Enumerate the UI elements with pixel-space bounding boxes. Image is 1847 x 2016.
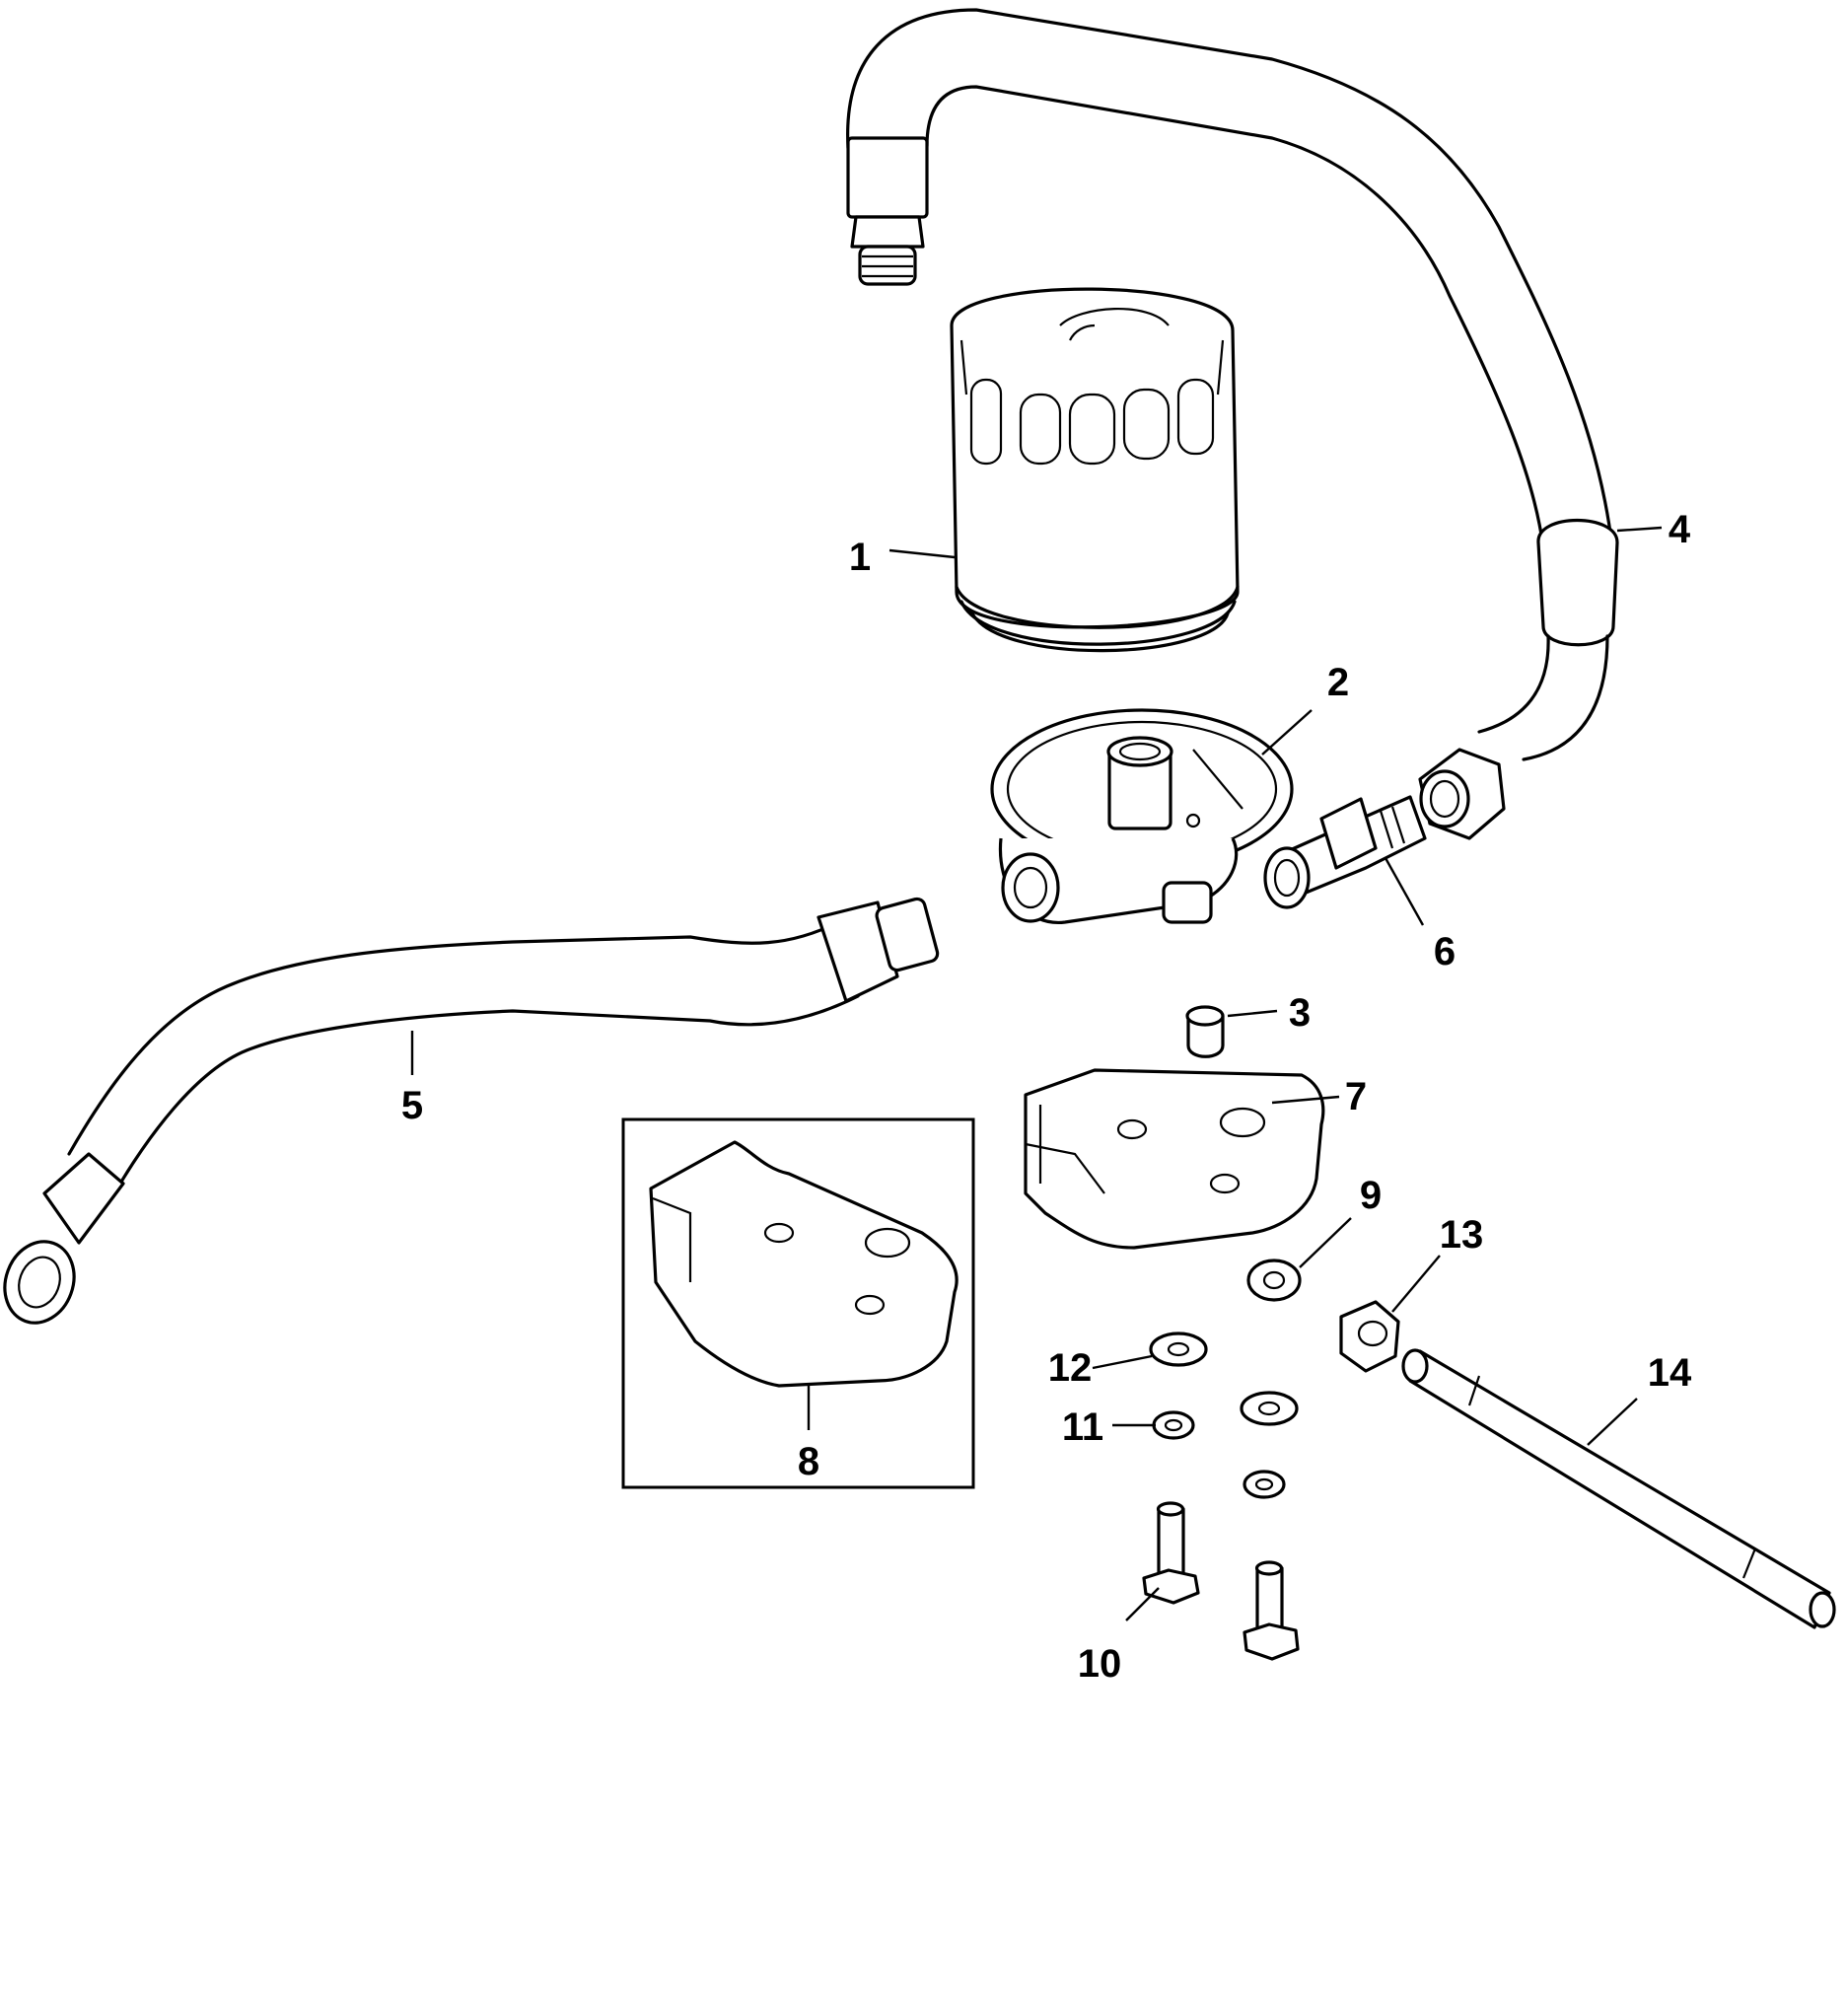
callout-10: 10 (1078, 1642, 1122, 1686)
nut (1339, 1300, 1400, 1373)
inset-frame (621, 1117, 975, 1489)
leader-lines (410, 526, 1663, 1621)
callout-3: 3 (1289, 991, 1311, 1035)
callout-5: 5 (401, 1084, 423, 1127)
mounting-bracket (1024, 1068, 1325, 1250)
lock-washer (1152, 1410, 1286, 1499)
flat-washer (1149, 1332, 1299, 1426)
bolt (1142, 1501, 1300, 1661)
alternate-mounting-bracket (649, 1140, 959, 1388)
callout-11: 11 (1062, 1405, 1103, 1449)
callout-7: 7 (1345, 1075, 1367, 1118)
callout-1: 1 (849, 536, 871, 579)
fitting (1263, 795, 1427, 909)
lower-oil-hose (3, 897, 940, 1325)
callout-labels: 1 2 3 4 5 6 7 8 9 10 11 12 13 14 (401, 508, 1692, 1686)
callout-6: 6 (1434, 930, 1456, 973)
callout-12: 12 (1048, 1346, 1093, 1390)
callout-14: 14 (1648, 1351, 1692, 1395)
callout-2: 2 (1327, 661, 1349, 704)
upper-oil-hose (846, 8, 1619, 840)
stud (1401, 1348, 1836, 1629)
oil-filter (950, 287, 1240, 653)
plug (1185, 1005, 1225, 1058)
flat-washer-large (1246, 1259, 1302, 1302)
callout-13: 13 (1440, 1213, 1484, 1257)
callout-4: 4 (1669, 508, 1691, 551)
callout-8: 8 (798, 1440, 819, 1483)
filter-adapter (990, 708, 1294, 924)
callout-9: 9 (1360, 1174, 1382, 1217)
